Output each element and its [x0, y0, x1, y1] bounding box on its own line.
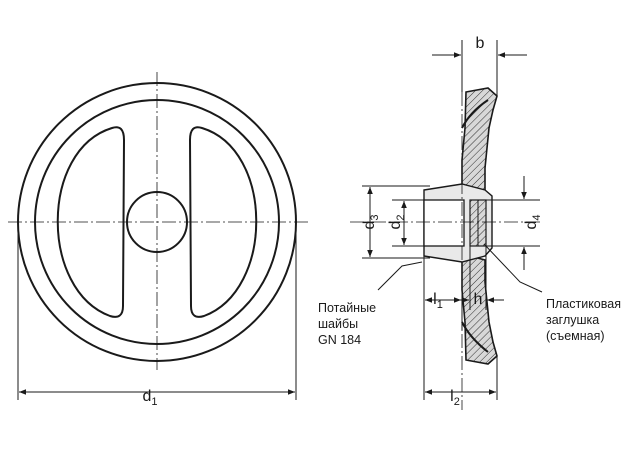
d2-label: d2 — [387, 214, 407, 229]
section-spoke-upper — [461, 99, 489, 129]
section-upper-rim — [461, 87, 498, 198]
section-lower-rim — [461, 252, 498, 365]
section-spoke-lower — [461, 321, 489, 353]
washers-note: Потайные шайбы GN 184 — [318, 301, 380, 347]
plug-leader-line — [483, 243, 543, 293]
h-label: h — [474, 291, 483, 308]
spoke-window-right — [188, 126, 258, 318]
d3-label: d3 — [361, 214, 381, 229]
b-label: b — [476, 35, 485, 52]
d1-label: d1 — [142, 388, 157, 408]
l2-label: l2 — [450, 388, 460, 408]
washers-leader-line — [377, 261, 423, 291]
section-bore — [423, 199, 465, 247]
front-view: d1 — [8, 72, 308, 408]
l1-label: l1 — [433, 291, 443, 311]
side-section-view: b d3 d2 d4 l1 h l2 Пота — [318, 35, 624, 410]
d4-label: d4 — [523, 214, 543, 229]
spoke-window-left — [56, 126, 126, 318]
plug-note: Пластиковая заглушка (съемная) — [546, 297, 624, 343]
